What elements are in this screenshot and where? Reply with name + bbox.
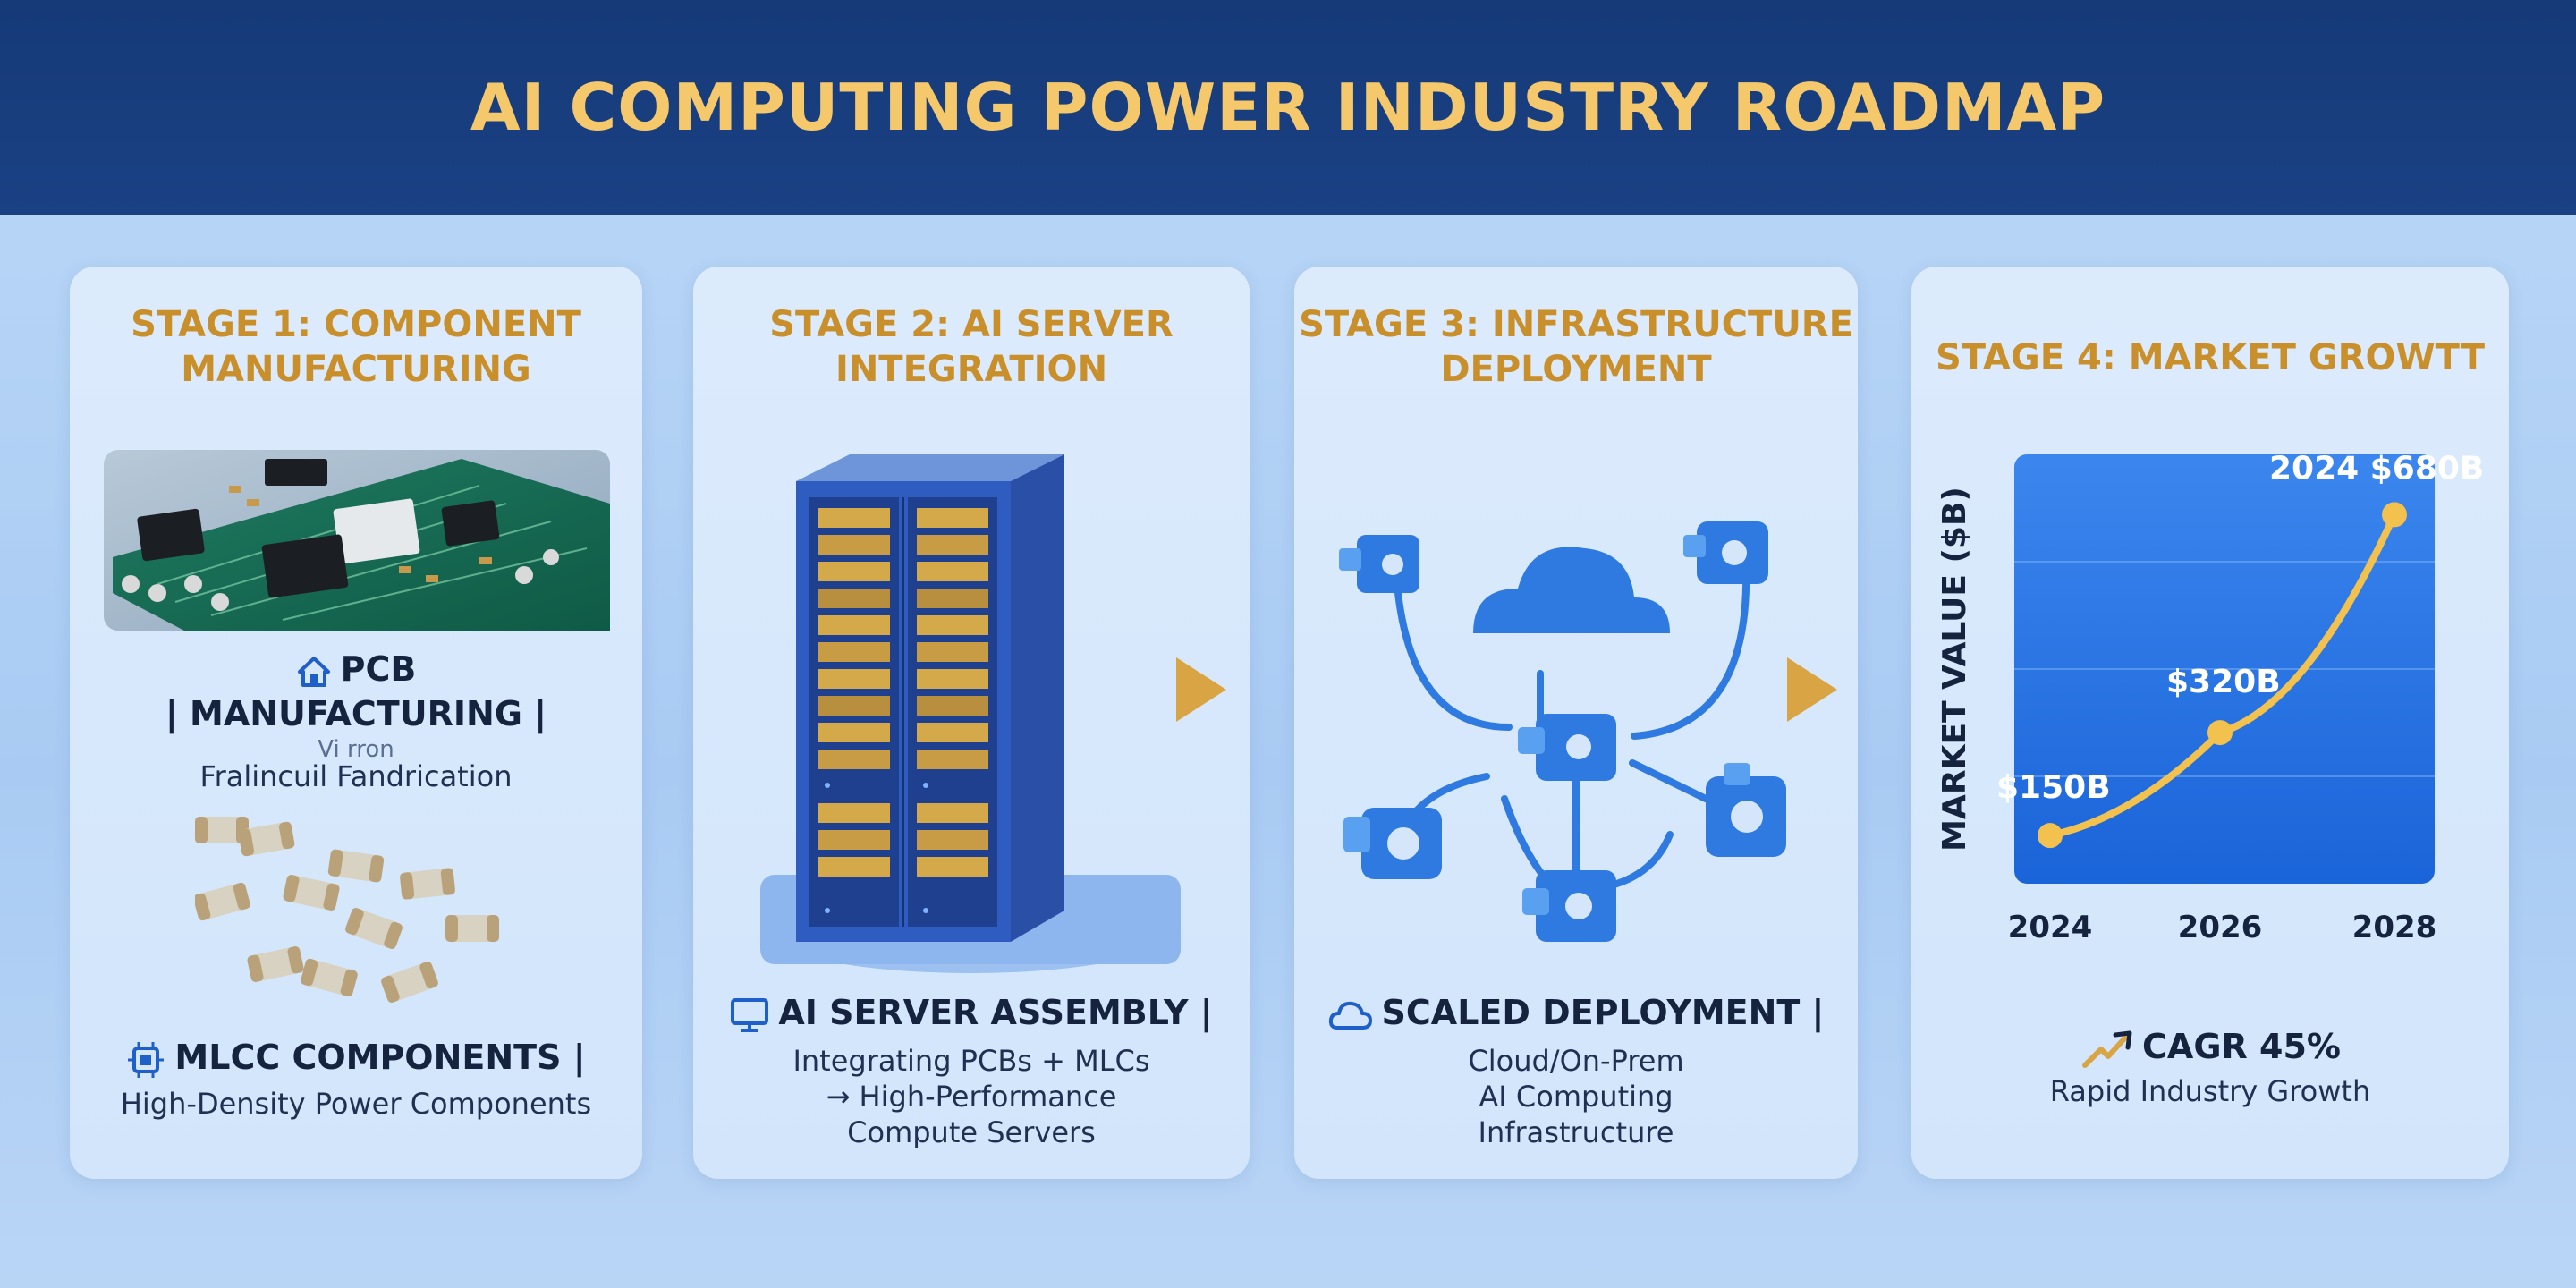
arrow-right-icon [1176, 657, 1226, 722]
chart-data-label: 2024 $680B [2269, 450, 2484, 487]
pcb-caption: Fralincuil Fandrication [199, 759, 513, 793]
chart-grid [2014, 561, 2435, 777]
cloud-network-image [1339, 521, 1786, 942]
cagr-sub-label: Rapid Industry Growth [2049, 1074, 2371, 1108]
stage-4-title: STAGE 4: MARKET GROWTT [1935, 337, 2486, 378]
stage-2-title: STAGE 2: AI SERVER INTEGRATION [769, 304, 1174, 390]
cloud-outline-icon [1328, 1001, 1372, 1030]
stage-2-card: STAGE 2: AI SERVER INTEGRATION [693, 267, 1250, 1179]
arrow-right-icon [1787, 657, 1837, 722]
mlcc-label: MLCC COMPONENTS | [70, 1038, 642, 1080]
scaled-deployment-label: SCALED DEPLOYMENT | [1294, 993, 1858, 1033]
pcb-sub-label: | MANUFACTURING | [165, 694, 547, 733]
stage-1-card: STAGE 1: COMPONENT MANUFACTURING [70, 267, 642, 1179]
server-sub-line-3: Compute Servers [847, 1115, 1096, 1149]
server-sub-line-2: → High-Performance [826, 1080, 1117, 1114]
chart-data-point [2038, 823, 2063, 849]
mlcc-components-image [195, 817, 499, 1004]
chart-x-tick-label: 2028 [2352, 910, 2437, 945]
chart-data-label: $150B [1996, 769, 2111, 806]
stage-3-card: STAGE 3: INFRASTRUCTURE DEPLOYMENT [1294, 267, 1858, 1179]
market-growth-chart: MARKET VALUE ($B) $150B $320B 2024 $680B 2… [1936, 450, 2484, 945]
server-rack-image [760, 454, 1181, 973]
deployment-sub-line-3: Infrastructure [1478, 1115, 1674, 1149]
trend-up-icon [2082, 1030, 2132, 1068]
pcb-board-image [104, 450, 610, 631]
monitor-icon [731, 997, 769, 1032]
deployment-sub-line-2: AI Computing [1479, 1080, 1674, 1114]
pcb-label: PCB [70, 649, 642, 690]
header-banner: AI COMPUTING POWER INDUSTRY ROADMAP [0, 0, 2576, 215]
stage-4-card: STAGE 4: MARKET GROWTT MARKET VALUE ($B)… [1911, 267, 2509, 1179]
pcb-faint-caption: Vi rron [318, 736, 394, 763]
chart-x-tick-label: 2024 [2008, 910, 2093, 945]
stage-1-title: STAGE 1: COMPONENT MANUFACTURING [131, 304, 581, 390]
server-sub-line-1: Integrating PCBs + MLCs [792, 1044, 1150, 1078]
chart-x-tick-label: 2026 [2178, 910, 2263, 945]
chart-data-point [2207, 720, 2233, 746]
house-icon [297, 656, 330, 687]
stage-3-title: STAGE 3: INFRASTRUCTURE DEPLOYMENT [1299, 304, 1853, 390]
cagr-label: CAGR 45% [1911, 1027, 2509, 1069]
chart-y-axis-label: MARKET VALUE ($B) [1936, 487, 1973, 852]
deployment-sub-line-1: Cloud/On-Prem [1468, 1044, 1684, 1078]
page-title: AI COMPUTING POWER INDUSTRY ROADMAP [470, 70, 2106, 145]
mlcc-sub-label: High-Density Power Components [120, 1087, 592, 1121]
chart-data-label: $320B [2166, 664, 2281, 700]
chip-icon [128, 1041, 165, 1078]
server-assembly-label: AI SERVER ASSEMBLY | [693, 993, 1250, 1033]
cloud-icon [1473, 547, 1670, 633]
chart-data-point [2382, 502, 2407, 528]
